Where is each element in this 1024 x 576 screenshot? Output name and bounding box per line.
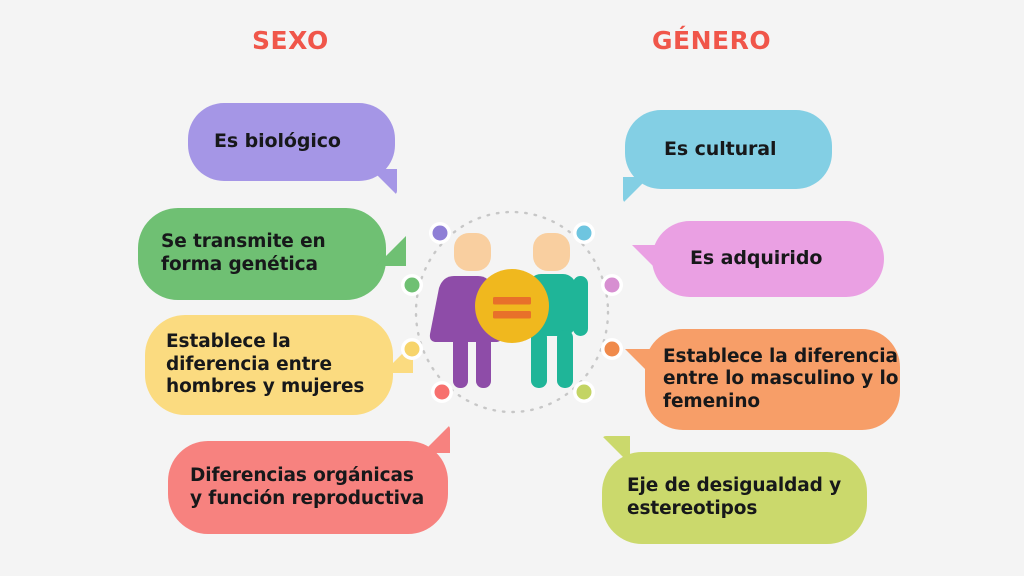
ring-dot-top-right — [573, 222, 595, 244]
equals-badge — [475, 269, 549, 343]
bubble-establece-hombres-mujeres: Establece la diferencia entre hombres y … — [145, 315, 413, 415]
bubble-diferencias-organicas: Diferencias orgánicas y función reproduc… — [168, 425, 450, 534]
bubble-text: Eje de desigualdad y estereotipos — [627, 475, 842, 519]
bubble-tail — [371, 169, 397, 195]
gender-equality-illustration — [388, 206, 636, 418]
bubble-text: Es cultural — [664, 137, 777, 160]
bubble-text: Establece la diferencia entre hombres y … — [166, 331, 365, 398]
bubble-es-adquirido: Es adquirido — [632, 221, 884, 297]
column-title-genero: GÉNERO — [652, 26, 772, 55]
bubble-es-biologico: Es biológico — [188, 103, 397, 195]
dotted-ring — [414, 210, 610, 414]
bubble-tail — [625, 349, 655, 379]
bubble-tail — [623, 177, 649, 203]
ring-dot-lower-right — [601, 338, 623, 360]
ring-dot-bottom-left — [431, 381, 453, 403]
bubble-tail — [632, 245, 662, 275]
bubble-text: Se transmite en forma genética — [161, 231, 326, 275]
bubble-es-cultural: Es cultural — [623, 110, 832, 203]
bubble-tail — [602, 436, 630, 464]
ring-dot-left — [401, 274, 423, 296]
ring-dot-right — [601, 274, 623, 296]
bubble-establece-masculino-femenino: Establece la diferencia entre lo masculi… — [625, 329, 900, 430]
bubble-text: Establece la diferencia entre lo masculi… — [663, 345, 899, 412]
ring-dot-top-left — [429, 222, 451, 244]
bubble-eje-desigualdad: Eje de desigualdad y estereotipos — [602, 436, 867, 544]
ring-dot-lower-left — [401, 338, 423, 360]
bubble-text: Es adquirido — [690, 247, 823, 270]
bubble-text: Es biológico — [214, 130, 341, 153]
column-title-sexo: SEXO — [252, 26, 329, 55]
ring-dot-bottom-right — [573, 381, 595, 403]
bubble-text: Diferencias orgánicas y función reproduc… — [190, 464, 425, 509]
bubble-tail — [422, 425, 450, 453]
bubble-tail — [376, 236, 406, 266]
bubble-se-transmite: Se transmite en forma genética — [138, 208, 406, 300]
